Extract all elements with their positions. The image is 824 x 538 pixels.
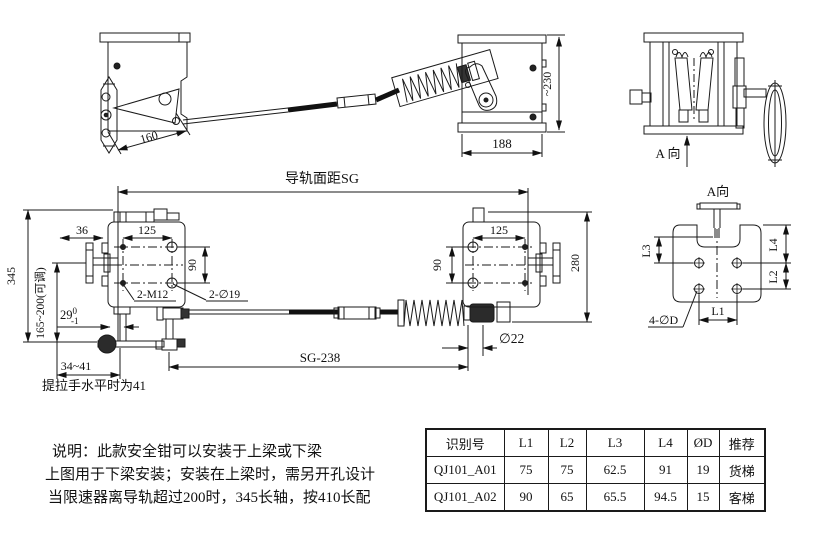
table-cell: QJ101_A02 — [425, 483, 505, 512]
dim-29-label: 290-1 — [60, 306, 79, 326]
note-handle-label: 提拉手水平时为41 — [42, 378, 146, 393]
dim-d22-label: ∅22 — [499, 331, 524, 346]
note-line-2: 上图用于下梁安装；安装在上梁时，需另开孔设计 — [45, 467, 376, 483]
rail-jaw-side — [100, 76, 118, 154]
dim-90-left-label: 90 — [185, 259, 199, 271]
top-side-view — [99, 32, 565, 157]
table-cell: 65.5 — [585, 483, 645, 512]
dim-345-label: 345 — [4, 267, 18, 285]
col-header-id: 识别号 — [425, 428, 505, 457]
table-cell: 94.5 — [643, 483, 688, 512]
plate-view-label: A向 — [707, 184, 729, 199]
col-header-od: ØD — [686, 428, 720, 457]
front-view — [23, 186, 592, 379]
table-row: QJ101_A02 90 65 65.5 94.5 15 客梯 — [425, 483, 766, 512]
col-header-recommend: 推荐 — [718, 428, 766, 457]
dim-160-label: 160 — [138, 128, 159, 146]
left-centerlines — [96, 239, 183, 291]
table-cell: 75 — [503, 456, 549, 484]
dimension-lines — [23, 189, 592, 379]
pull-lever-knob — [97, 334, 117, 354]
dim-280-label: 280 — [568, 254, 582, 272]
table-cell: 91 — [643, 456, 688, 484]
dim-90-right-label: 90 — [430, 259, 444, 271]
table-cell: QJ101_A01 — [425, 456, 505, 484]
dim-188-label: 188 — [492, 136, 512, 151]
spec-table-header-row: 识别号 L1 L2 L3 L4 ØD 推荐 — [425, 428, 766, 457]
a-direction-view — [629, 32, 787, 167]
right-lever-side — [465, 63, 498, 111]
table-cell: 15 — [686, 483, 720, 512]
table-cell: 货梯 — [718, 456, 766, 484]
turnbuckle-side — [336, 93, 377, 109]
dim-36-label: 36 — [76, 223, 88, 237]
dim-adjustable-label: 165~200(可调) — [34, 267, 47, 339]
right-top-flange — [457, 34, 547, 44]
table-cell: 65 — [547, 483, 587, 512]
spring-housing-side — [391, 48, 499, 108]
note-line-3: 当限速器离导轨超过200时，345长轴，按410长配 — [48, 490, 371, 506]
dim-34-41-label: 34~41 — [61, 359, 92, 373]
left-top-flange — [99, 32, 191, 43]
right-centerlines — [465, 239, 550, 291]
dim-l2-label: L2 — [766, 270, 780, 283]
dim-rail-span-label: 导轨面距SG — [285, 171, 359, 187]
dim-230-label: ~230 — [540, 72, 554, 97]
table-row: QJ101_A01 75 75 62.5 91 19 货梯 — [425, 456, 766, 484]
left-wedge — [674, 57, 693, 111]
table-cell: 75 — [547, 456, 587, 484]
dim-125-right-label: 125 — [490, 223, 508, 237]
dim-sg238-label: SG-238 — [300, 350, 340, 365]
col-header-l3: L3 — [585, 428, 645, 457]
plate-dimension-lines — [648, 224, 791, 328]
dim-l1-label: L1 — [711, 304, 724, 318]
label-2d19: 2-∅19 — [209, 289, 240, 301]
table-cell: 90 — [503, 483, 549, 512]
view-a-label: A 向 — [656, 146, 681, 161]
col-header-l2: L2 — [547, 428, 587, 457]
table-cell: 19 — [686, 456, 720, 484]
col-header-l4: L4 — [643, 428, 688, 457]
turnbuckle — [337, 306, 377, 320]
dim-l3-label: L3 — [639, 244, 653, 257]
label-4d: 4-∅D — [649, 313, 678, 327]
label-2m12: 2-M12 — [137, 289, 169, 301]
lever-arm — [112, 88, 180, 124]
col-header-l1: L1 — [503, 428, 549, 457]
table-cell: 62.5 — [585, 456, 645, 484]
dim-l4-label: L4 — [766, 238, 780, 251]
spec-table: 识别号 L1 L2 L3 L4 ØD 推荐 QJ101_A01 75 75 62… — [425, 428, 766, 512]
right-wedge — [695, 57, 714, 111]
mounting-plate — [672, 224, 762, 303]
wedge-springs — [675, 52, 713, 59]
note-line-1: 说明：此款安全钳可以安装于上梁或下梁 — [52, 444, 323, 460]
frame-box — [649, 41, 738, 127]
table-cell: 客梯 — [718, 483, 766, 512]
right-bottom-flange — [457, 122, 547, 133]
splined-shaft-end — [469, 303, 495, 323]
plate-a-view — [648, 202, 791, 328]
right-clamp-body-side — [461, 42, 543, 124]
tension-spring — [403, 299, 465, 327]
dim-125-left-label: 125 — [138, 223, 156, 237]
